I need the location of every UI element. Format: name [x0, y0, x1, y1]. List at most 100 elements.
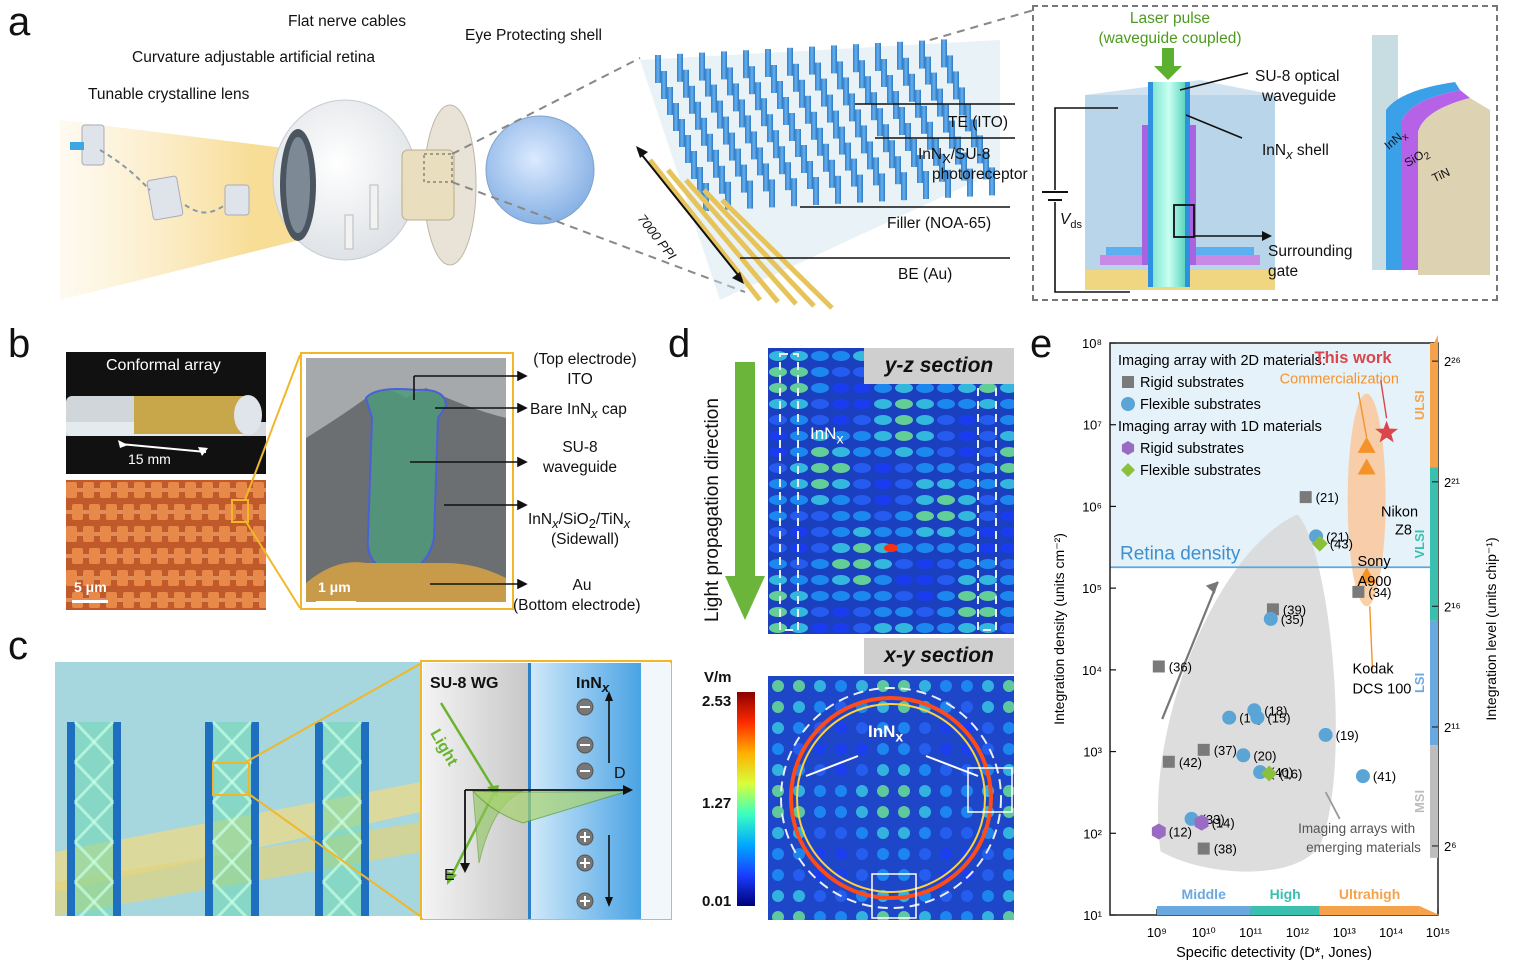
x-tick-label: 10¹²: [1286, 925, 1310, 940]
evanescent-field-frame: [420, 660, 672, 920]
scale-bar-1um: [316, 601, 356, 604]
scale-bar-5um: [72, 600, 108, 603]
label-innx-shell: InNx shell: [1262, 142, 1329, 163]
point-label: (34): [1368, 585, 1391, 600]
panel-label-c: c: [8, 624, 28, 668]
colorbar-min: 0.01: [702, 893, 732, 910]
zoom-box-b: [231, 499, 249, 523]
marker-square: [1197, 842, 1210, 855]
point-label: (43): [1330, 537, 1353, 552]
xy-section-header: x-y section: [864, 638, 1014, 674]
level-label: LSI: [1412, 673, 1427, 693]
colorbar-max: 2.53: [702, 693, 732, 710]
marker-circle: [1263, 611, 1278, 626]
legend-entry: Rigid substrates: [1140, 441, 1244, 457]
pixel-cross-section: [1042, 35, 1490, 293]
point-label: (21): [1316, 490, 1339, 505]
tier-band: [1319, 906, 1420, 915]
panel-label-a: a: [8, 0, 31, 44]
annotation-commercialization: Commercialization: [1280, 372, 1399, 388]
label-su8-optical: SU-8 optical: [1255, 68, 1340, 85]
legend-entry: Flexible substrates: [1140, 397, 1261, 413]
marker-hexagon: [1194, 814, 1209, 831]
trend-arrow: [1161, 581, 1219, 720]
point-label: (40): [1270, 765, 1293, 780]
point-label: (42): [1179, 755, 1202, 770]
label-su8-waveguide: waveguide: [1262, 88, 1337, 105]
label-laser-pulse: Laser pulse: [1129, 10, 1211, 27]
legend-entry: Rigid substrates: [1140, 375, 1244, 391]
annotation-this-work: This work: [1314, 349, 1392, 367]
colorbar: [737, 692, 755, 906]
annotation-emerging: Imaging arrays with: [1298, 821, 1415, 836]
label-bottom-electrode: (Bottom electrode): [513, 597, 641, 614]
zoom-box-c: [212, 762, 250, 796]
label-15mm: 15 mm: [128, 451, 171, 467]
tier-label: Middle: [1182, 886, 1227, 902]
annotation-sony: Sony: [1358, 554, 1392, 570]
colorbar-unit: V/m: [704, 669, 732, 686]
level-label: MSI: [1412, 790, 1427, 813]
y-tick-label: 10⁸: [1082, 336, 1102, 351]
marker-square: [1152, 660, 1165, 673]
legend-entry: Imaging array with 1D materials: [1118, 419, 1322, 435]
field-map-xy: [768, 676, 1014, 920]
y2-tick-label: 2⁶: [1444, 839, 1457, 854]
marker-circle: [1355, 769, 1370, 784]
label-be-au: BE (Au): [898, 266, 953, 283]
point-label: (36): [1169, 659, 1192, 674]
point-label: (18): [1264, 703, 1287, 718]
y2-axis-label: Integration level (units chip⁻¹): [1483, 537, 1499, 720]
label-artificial-retina: Curvature adjustable artificial retina: [132, 49, 375, 66]
point-label: (15): [1267, 711, 1290, 726]
marker-square: [1197, 743, 1210, 756]
tier-band: [1156, 906, 1251, 915]
level-band: [1430, 343, 1438, 468]
label-innx-xy: InNx: [868, 722, 904, 746]
eyeball: [272, 99, 418, 261]
zoom-lines-c: [245, 663, 421, 917]
annotation-sony-model: A900: [1358, 574, 1392, 590]
marker-triangle: [1357, 436, 1376, 453]
label-su8-wg: SU-8 WG: [430, 675, 499, 692]
retina-density-label: Retina density: [1120, 543, 1241, 564]
legend-marker-diamond: [1121, 463, 1135, 477]
emerging-materials-region: [1157, 514, 1336, 872]
label-innx-c: InNx: [576, 675, 610, 696]
marker-square: [1352, 585, 1365, 598]
label-5um: 5 μm: [74, 579, 107, 595]
panel-a-illustration: [60, 9, 1490, 310]
legend-marker-square: [1122, 376, 1134, 388]
label-waveguide-coupled: (waveguide coupled): [1098, 30, 1242, 47]
level-band: [1430, 467, 1438, 621]
tunable-lens-parts: [70, 124, 250, 221]
colorbar-mid: 1.27: [702, 795, 732, 812]
label-top-electrode: (Top electrode): [533, 351, 637, 368]
x-tick-label: 10¹⁴: [1379, 925, 1403, 940]
marker-triangle: [1357, 567, 1376, 584]
marker-circle: [1318, 727, 1333, 742]
point-label: (12): [1169, 825, 1192, 840]
annotation-kodak: Kodak: [1353, 661, 1395, 677]
y2-tick-label: 2²⁶: [1444, 354, 1461, 369]
tier-label: High: [1270, 886, 1301, 902]
sem-leader-lines: [410, 370, 528, 590]
label-sidewall: (Sidewall): [550, 531, 620, 548]
marker-star: [1375, 420, 1399, 443]
marker-diamond: [1311, 535, 1328, 552]
tier-label: Ultrahigh: [1339, 886, 1400, 902]
yz-section-header: y-z section: [864, 348, 1014, 384]
y-tick-label: 10¹: [1083, 908, 1102, 923]
label-d-field: D: [614, 765, 626, 782]
label-tunable-lens: Tunable crystalline lens: [88, 86, 250, 103]
label-su8-waveguide-b: waveguide: [542, 459, 618, 476]
panel-label-b: b: [8, 322, 31, 366]
label-1um: 1 μm: [318, 579, 351, 595]
label-photoreceptor: InNX/SU-8: [918, 146, 991, 167]
label-ito: ITO: [567, 371, 593, 388]
ppi-arrow: [637, 149, 743, 281]
point-label: (37): [1214, 743, 1237, 758]
point-label: (38): [1214, 842, 1237, 857]
y2-tick-label: 2²¹: [1444, 475, 1461, 490]
